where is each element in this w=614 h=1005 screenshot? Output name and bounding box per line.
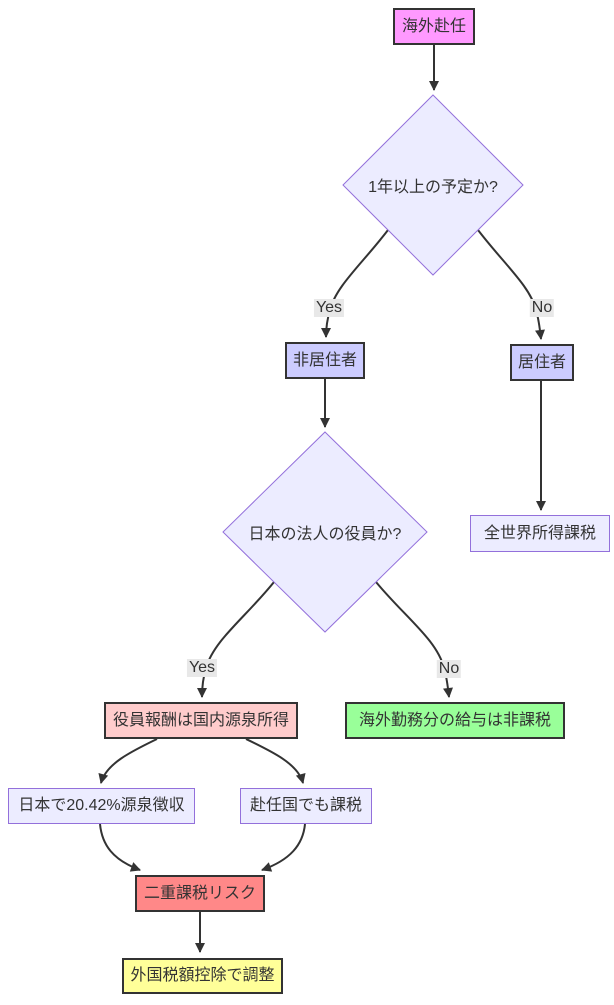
decision1-label: 1年以上の予定か?: [368, 179, 498, 196]
node-overseas-pay-exempt-label: 海外勤務分の給与は非課税: [358, 711, 551, 729]
node-host-country-tax-label: 赴任国でも課税: [249, 797, 362, 815]
node-start-label: 海外赴任: [401, 17, 466, 35]
node-double-tax-risk-label: 二重課税リスク: [143, 884, 256, 902]
edge-label-decision2-yes: Yes: [186, 659, 218, 677]
node-worldwide-tax: 全世界所得課税: [470, 515, 610, 552]
edge-withholding-doubletax: [99, 823, 141, 872]
node-resident-label: 居住者: [517, 353, 566, 371]
edge-decision1-yes-nonresident: [321, 229, 389, 338]
node-double-tax-risk: 二重課税リスク: [135, 875, 265, 912]
node-officer-pay: 役員報酬は国内源泉所得: [104, 702, 298, 739]
node-foreign-tax-credit-label: 外国税額控除で調整: [130, 967, 275, 985]
node-overseas-pay-exempt: 海外勤務分の給与は非課税: [345, 702, 565, 739]
node-worldwide-tax-label: 全世界所得課税: [483, 524, 596, 542]
edge-decision1-no-resident: [477, 229, 545, 340]
node-officer-pay-label: 役員報酬は国内源泉所得: [112, 711, 289, 729]
decision1-diamond: [342, 94, 524, 276]
node-resident: 居住者: [510, 344, 574, 381]
edge-label-decision1-no: No: [529, 299, 555, 317]
node-foreign-tax-credit: 外国税額控除で調整: [122, 958, 283, 994]
node-start: 海外赴任: [393, 8, 475, 45]
edge-officer-withholding: [98, 738, 158, 784]
edge-label-decision1-yes: Yes: [313, 299, 345, 317]
decision2-label: 日本の法人の役員か?: [248, 526, 402, 543]
node-nonresident: 非居住者: [285, 342, 365, 379]
node-jp-withholding-label: 日本で20.42%源泉徴収: [18, 797, 185, 815]
edge-decision2-yes-officer: [197, 581, 275, 698]
node-nonresident-label: 非居住者: [292, 351, 357, 369]
edge-hosttax-doubletax: [261, 823, 306, 872]
decision2-diamond: [222, 431, 428, 633]
edge-decision2-no-exempt: [375, 581, 453, 698]
edge-label-decision2-no: No: [436, 660, 462, 678]
node-host-country-tax: 赴任国でも課税: [240, 788, 372, 824]
edge-officer-hosttax: [245, 738, 306, 784]
node-jp-withholding: 日本で20.42%源泉徴収: [8, 788, 195, 824]
